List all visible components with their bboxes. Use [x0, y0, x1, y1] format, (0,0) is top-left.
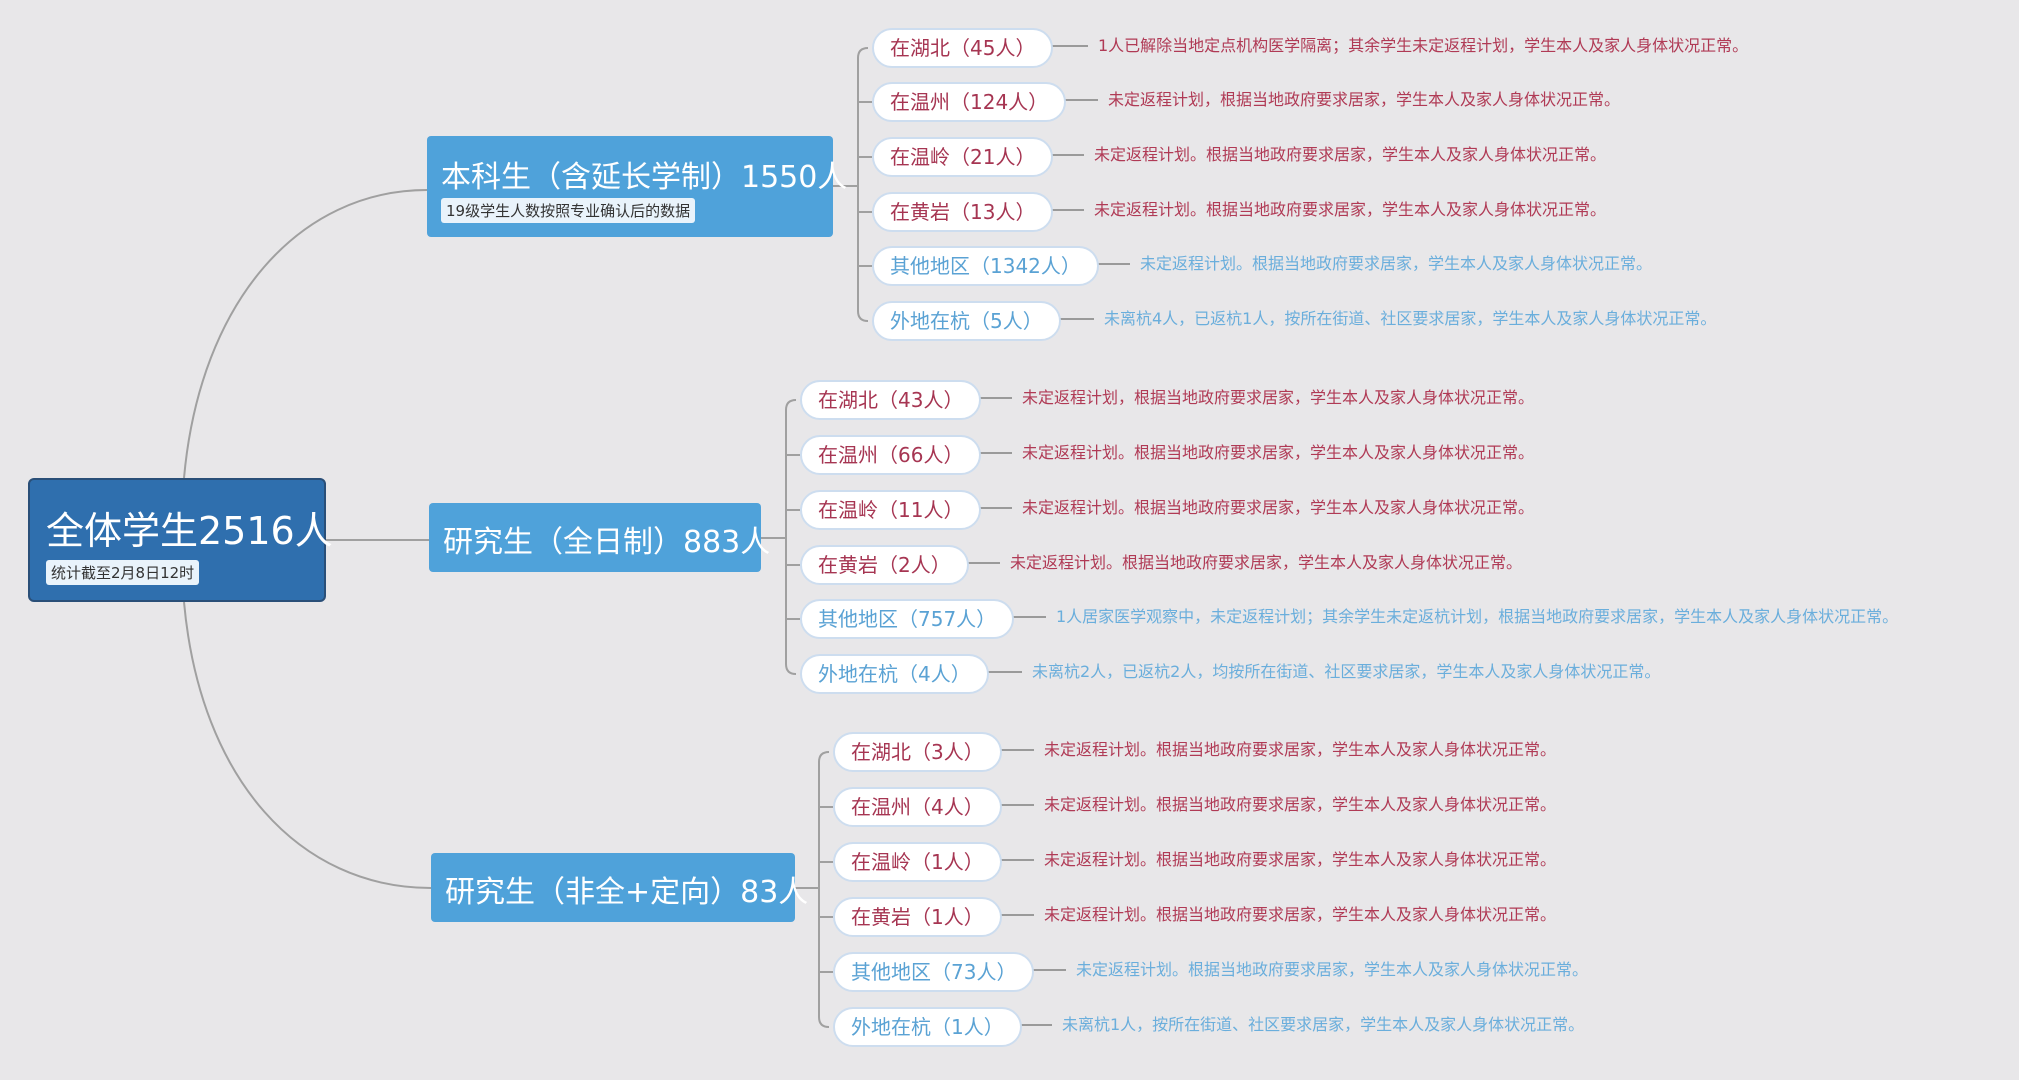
leaf-node[interactable]: 在黄岩（13人）: [872, 192, 1054, 232]
leaf-description: 未定返程计划。根据当地政府要求居家，学生本人及家人身体状况正常。: [1044, 850, 1557, 869]
leaf-node[interactable]: 其他地区（73人）: [833, 952, 1035, 992]
leaf-node[interactable]: 在温岭（11人）: [800, 490, 982, 530]
leaf-node[interactable]: 在温州（124人）: [872, 82, 1067, 122]
root-note: 统计截至2月8日12时: [46, 560, 200, 585]
leaf-description: 未定返程计划。根据当地政府要求居家，学生本人及家人身体状况正常。: [1022, 498, 1535, 517]
leaf-description: 1人已解除当地定点机构医学隔离；其余学生未定返程计划，学生本人及家人身体状况正常…: [1098, 36, 1749, 55]
branch-graduate-parttime[interactable]: 研究生（非全+定向）83人: [431, 853, 808, 922]
leaf-description: 未定返程计划。根据当地政府要求居家，学生本人及家人身体状况正常。: [1022, 443, 1535, 462]
leaf-description: 未定返程计划。根据当地政府要求居家，学生本人及家人身体状况正常。: [1010, 553, 1523, 572]
leaf-description: 未离杭2人，已返杭2人，均按所在街道、社区要求居家，学生本人及家人身体状况正常。: [1032, 662, 1661, 681]
leaf-node[interactable]: 在温州（66人）: [800, 435, 982, 475]
leaf-node[interactable]: 在黄岩（2人）: [800, 545, 969, 585]
leaf-node[interactable]: 在湖北（3人）: [833, 732, 1002, 772]
branch-graduate-fulltime[interactable]: 研究生（全日制）883人: [429, 503, 770, 572]
leaf-node[interactable]: 在黄岩（1人）: [833, 897, 1002, 937]
leaf-node[interactable]: 其他地区（757人）: [800, 599, 1015, 639]
leaf-description: 未离杭1人，按所在街道、社区要求居家，学生本人及家人身体状况正常。: [1062, 1015, 1585, 1034]
root-title: 全体学生2516人: [46, 509, 333, 553]
branch-title: 本科生（含延长学制）1550人: [441, 160, 848, 195]
leaf-description: 未定返程计划。根据当地政府要求居家，学生本人及家人身体状况正常。: [1044, 740, 1557, 759]
leaf-node[interactable]: 外地在杭（1人）: [833, 1007, 1022, 1047]
branch-undergraduate[interactable]: 本科生（含延长学制）1550人 19级学生人数按照专业确认后的数据: [427, 136, 847, 237]
leaf-node[interactable]: 其他地区（1342人）: [872, 246, 1099, 286]
leaf-description: 未定返程计划。根据当地政府要求居家，学生本人及家人身体状况正常。: [1140, 254, 1653, 273]
leaf-description: 1人居家医学观察中，未定返程计划；其余学生未定返杭计划，根据当地政府要求居家，学…: [1056, 607, 1899, 626]
leaf-node[interactable]: 在温岭（1人）: [833, 842, 1002, 882]
leaf-description: 未离杭4人，已返杭1人，按所在街道、社区要求居家，学生本人及家人身体状况正常。: [1104, 309, 1717, 328]
leaf-description: 未定返程计划。根据当地政府要求居家，学生本人及家人身体状况正常。: [1094, 145, 1607, 164]
leaf-description: 未定返程计划，根据当地政府要求居家，学生本人及家人身体状况正常。: [1108, 90, 1621, 109]
leaf-description: 未定返程计划。根据当地政府要求居家，学生本人及家人身体状况正常。: [1044, 905, 1557, 924]
leaf-node[interactable]: 外地在杭（5人）: [872, 301, 1061, 341]
root-node[interactable]: 全体学生2516人 统计截至2月8日12时: [28, 478, 333, 602]
leaf-node[interactable]: 外地在杭（4人）: [800, 654, 989, 694]
leaf-description: 未定返程计划。根据当地政府要求居家，学生本人及家人身体状况正常。: [1044, 795, 1557, 814]
leaf-node[interactable]: 在温州（4人）: [833, 787, 1002, 827]
branch-title: 研究生（非全+定向）83人: [445, 875, 809, 910]
leaf-description: 未定返程计划，根据当地政府要求居家，学生本人及家人身体状况正常。: [1022, 388, 1535, 407]
leaf-node[interactable]: 在湖北（43人）: [800, 380, 982, 420]
branch-note: 19级学生人数按照专业确认后的数据: [441, 198, 696, 223]
leaf-description: 未定返程计划。根据当地政府要求居家，学生本人及家人身体状况正常。: [1076, 960, 1589, 979]
branch-title: 研究生（全日制）883人: [443, 525, 771, 560]
leaf-node[interactable]: 在湖北（45人）: [872, 28, 1054, 68]
leaf-node[interactable]: 在温岭（21人）: [872, 137, 1054, 177]
leaf-description: 未定返程计划。根据当地政府要求居家，学生本人及家人身体状况正常。: [1094, 200, 1607, 219]
